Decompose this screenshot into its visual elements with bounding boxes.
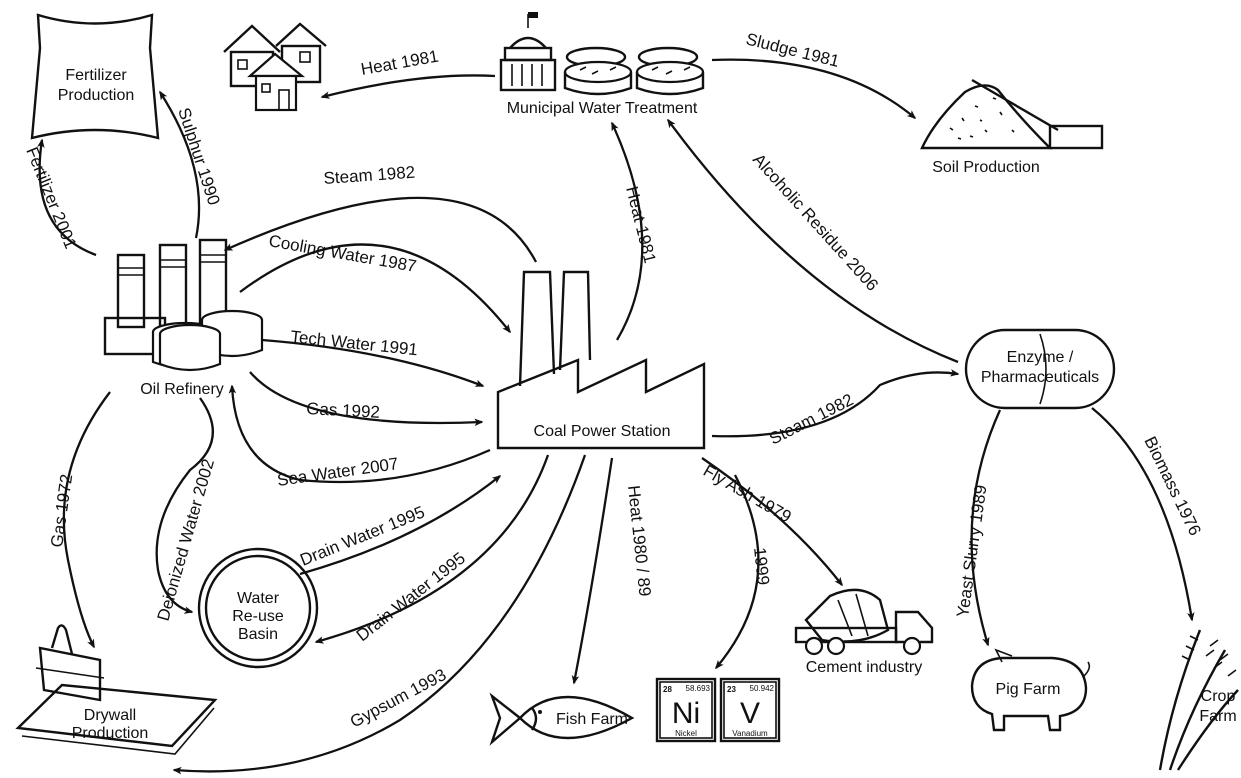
ni-name: Nickel: [675, 729, 697, 738]
drywall-label-2: Production: [72, 725, 149, 742]
arrow-metals: [715, 474, 760, 670]
wheat-icon: [1158, 629, 1239, 771]
arrow-gas-1992: [249, 371, 484, 427]
basin-label-1: Water: [237, 590, 280, 607]
arrow-biomass: [1091, 407, 1195, 622]
crop-label-1: Crop: [1201, 688, 1236, 705]
drywall-brush-icon: [15, 624, 218, 755]
arrow-drain-water-a: [299, 475, 502, 576]
ni-symbol: Ni: [672, 697, 700, 730]
flow-arrows: [37, 58, 1195, 775]
enzyme-label-2: Pharmaceuticals: [981, 369, 1099, 386]
arrow-heat-homes: [320, 74, 496, 99]
element-texts: 28 58.693 Ni Nickel 23 50.942 V Vanadium: [663, 684, 775, 738]
arrow-gas-1972: [62, 391, 111, 649]
label-yeast-slurry: Yeast Slurry 1989: [953, 484, 990, 619]
arrow-steam-enzyme: [711, 369, 960, 438]
arrow-tech-water: [261, 338, 485, 388]
label-metals: 1999: [750, 546, 773, 586]
pig-label: Pig Farm: [996, 681, 1061, 698]
label-heat-fish: Heat 1980 / 89: [624, 484, 655, 597]
label-cooling-water: Cooling Water 1987: [267, 231, 418, 276]
basin-label-3: Basin: [238, 626, 278, 643]
label-biomass: Biomass 1976: [1140, 433, 1204, 538]
v-symbol: V: [740, 697, 760, 730]
cement-truck-icon: [794, 588, 934, 656]
label-gas-1992: Gas 1992: [306, 399, 381, 422]
arrow-heat-fish: [571, 457, 614, 685]
oil-refinery-label: Oil Refinery: [140, 381, 224, 398]
oil-refinery-icon: [103, 238, 264, 372]
label-steam-enzyme: Steam 1982: [766, 390, 856, 449]
v-name: Vanadium: [732, 729, 768, 738]
cement-label: Cement industry: [806, 659, 923, 676]
label-deionized-water: Deionized Water 2002: [154, 457, 218, 623]
ni-mass: 58.693: [686, 684, 711, 693]
arrow-drain-water-b: [314, 454, 550, 644]
label-heat-homes: Heat 1981: [359, 47, 440, 79]
soil-label: Soil Production: [932, 159, 1040, 176]
arrow-sea-water: [228, 384, 491, 484]
arrow-sludge: [711, 58, 917, 119]
arrow-yeast-slurry: [970, 409, 1002, 647]
arrow-sulphur: [159, 90, 201, 239]
label-tech-water: Tech Water 1991: [290, 327, 419, 359]
municipal-label: Municipal Water Treatment: [507, 100, 698, 117]
enzyme-capsule-icon: [964, 328, 1116, 410]
fish-icon: [489, 692, 635, 746]
arrow-gypsum: [172, 454, 587, 775]
arrow-heat-municipal: [610, 121, 644, 341]
arrow-alcoholic-residue: [667, 118, 959, 364]
arrow-cooling-water: [239, 243, 511, 334]
arrow-deionized-water: [155, 397, 214, 614]
label-alcoholic-residue: Alcoholic Residue 2006: [749, 150, 882, 295]
arrow-fertilizer: [37, 138, 97, 257]
basin-label-2: Re-use: [232, 608, 284, 625]
v-mass: 50.942: [750, 684, 775, 693]
label-fly-ash: Fly Ash 1979: [700, 461, 795, 527]
label-heat-municipal: Heat 1981: [622, 184, 659, 265]
houses-icon: [223, 22, 327, 112]
label-fertilizer: Fertilizer 2001: [22, 144, 80, 251]
nickel-element-icon: [655, 677, 717, 743]
water-treatment-icon: [499, 12, 705, 96]
enzyme-label-1: Enzyme /: [1007, 349, 1074, 366]
arrow-steam-refinery: [223, 196, 538, 263]
crop-label-2: Farm: [1199, 708, 1236, 725]
label-drain-water-b: Drain Water 1995: [353, 549, 469, 646]
coal-label: Coal Power Station: [534, 423, 671, 440]
pig-icon: [970, 648, 1091, 732]
vanadium-element-icon: [719, 677, 781, 743]
v-number: 23: [727, 685, 736, 694]
label-drain-water-a: Drain Water 1995: [297, 502, 427, 569]
arrow-fly-ash: [701, 457, 843, 587]
drywall-label-1: Drywall: [84, 707, 136, 724]
fish-label: Fish Farm: [556, 711, 628, 728]
ni-number: 28: [663, 685, 672, 694]
fertilizer-bag-icon: [30, 13, 160, 140]
soil-heap-icon: [920, 78, 1104, 150]
fertilizer-label-1: Fertilizer: [65, 67, 127, 84]
label-sea-water: Sea Water 2007: [276, 454, 400, 490]
coal-power-station-icon: [496, 270, 706, 450]
fertilizer-label-2: Production: [58, 87, 135, 104]
node-labels: Fertilizer Production Municipal Water Tr…: [58, 67, 1237, 742]
label-steam-refinery: Steam 1982: [323, 163, 416, 188]
water-basin-icon: [197, 547, 319, 669]
label-gas-1972: Gas 1972: [47, 473, 76, 549]
